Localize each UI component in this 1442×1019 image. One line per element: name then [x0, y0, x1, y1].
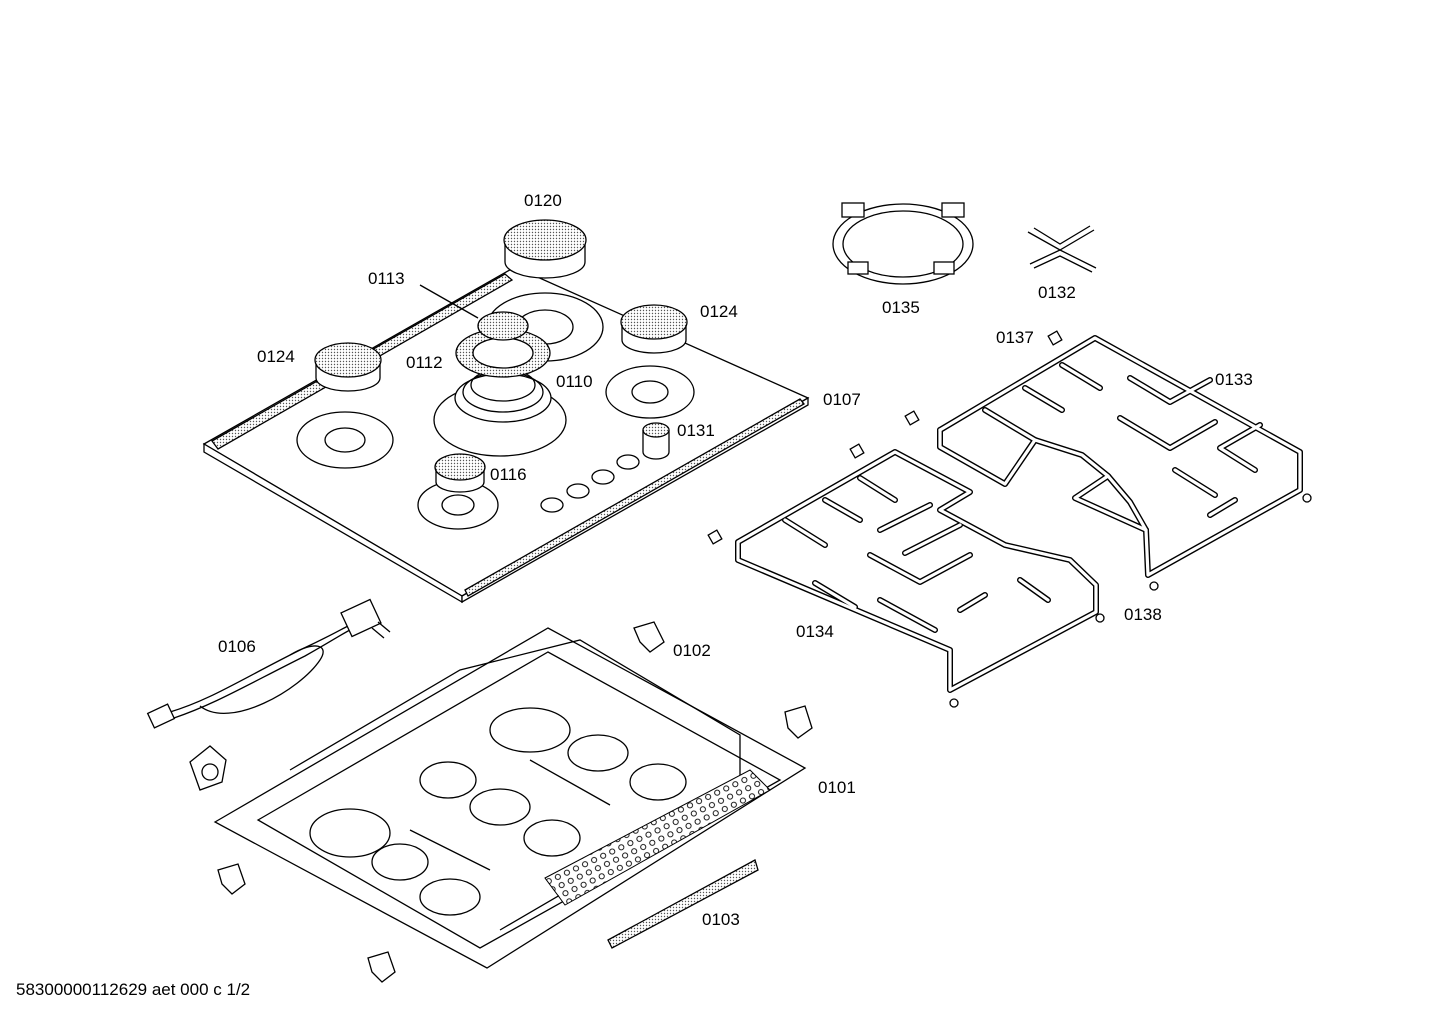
fixing-brackets — [189, 621, 813, 983]
power-cable — [146, 598, 391, 729]
label-0116: 0116 — [490, 465, 527, 484]
pan-support-right — [937, 335, 1303, 578]
label-0120: 0120 — [524, 191, 562, 210]
control-knob — [642, 422, 670, 460]
label-0110: 0110 — [556, 372, 593, 391]
label-0107: 0107 — [823, 390, 861, 409]
label-0134: 0134 — [796, 622, 834, 641]
document-reference: 58300000112629 aet 000 c 1/2 — [16, 980, 251, 999]
support-clips — [707, 330, 1063, 545]
simmer-plate — [1027, 225, 1097, 273]
label-0113: 0113 — [368, 269, 405, 288]
seal-strip — [607, 859, 759, 949]
label-0106: 0106 — [218, 637, 256, 656]
burner-cap-right — [620, 304, 688, 354]
burner-cap-left — [314, 342, 382, 392]
leader-line — [419, 284, 479, 319]
label-0103: 0103 — [702, 910, 740, 929]
label-0112: 0112 — [406, 353, 443, 372]
label-0132: 0132 — [1038, 283, 1076, 302]
label-0124-right: 0124 — [700, 302, 738, 321]
pan-support-left — [735, 449, 1099, 693]
label-0137: 0137 — [996, 328, 1034, 347]
label-0138: 0138 — [1124, 605, 1162, 624]
wok-burner-assembly — [454, 311, 552, 423]
label-0102: 0102 — [673, 641, 711, 660]
label-0133: 0133 — [1215, 370, 1253, 389]
label-0131: 0131 — [677, 421, 715, 440]
label-0124-left: 0124 — [257, 347, 295, 366]
label-0135: 0135 — [882, 298, 920, 317]
burner-cap-large — [503, 219, 587, 279]
label-0101: 0101 — [818, 778, 856, 797]
burner-cap-small — [434, 453, 486, 493]
base-tray — [213, 627, 807, 969]
wok-ring — [832, 202, 974, 285]
rubber-feet — [949, 493, 1312, 708]
